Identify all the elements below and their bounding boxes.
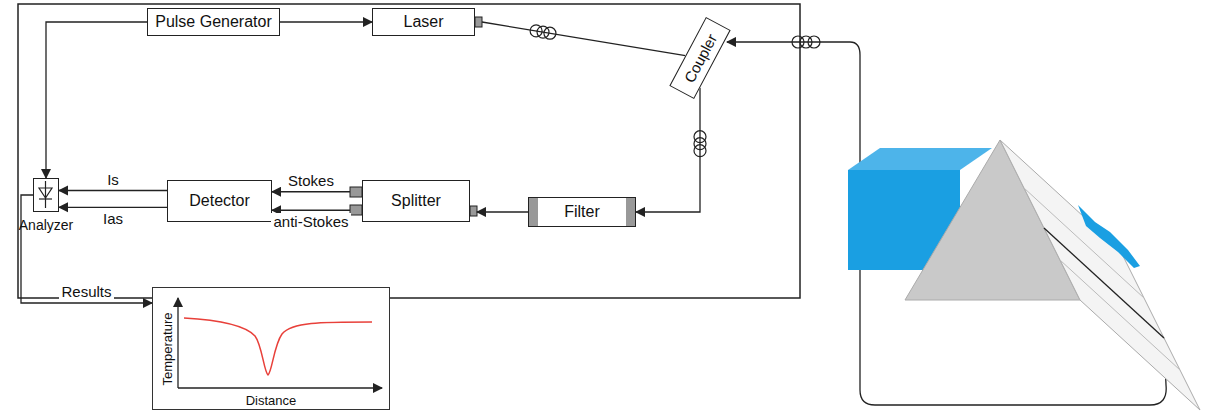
signal-label: Ias <box>101 210 125 227</box>
signal-connector <box>59 207 167 208</box>
signal-label: Is <box>105 171 121 188</box>
signal-label: Results <box>59 283 113 300</box>
chart-axis <box>177 298 178 388</box>
fiber-coil <box>694 131 706 143</box>
result-chart: TemperatureDistance <box>152 287 390 410</box>
process-box: Detector <box>167 180 272 222</box>
signal-label: anti-Stokes <box>271 213 350 230</box>
signal-connector <box>59 190 167 191</box>
box-label: Pulse Generator <box>155 13 272 31</box>
temperature-curve <box>184 318 372 375</box>
splitter-port <box>350 187 362 197</box>
diode-symbol <box>34 179 57 210</box>
axis-label: Distance <box>246 393 297 408</box>
node-label: Analyzer <box>19 217 73 233</box>
chart-ground <box>152 287 390 410</box>
process-box: Pulse Generator <box>147 8 280 36</box>
dam-slope <box>1000 140 1200 410</box>
signal-connector <box>272 191 350 192</box>
box-label: Filter <box>564 203 600 221</box>
filter-box: Filter <box>528 197 636 227</box>
fiber-coil <box>544 27 556 39</box>
box-label: Splitter <box>391 192 441 210</box>
box-label: Coupler <box>680 31 720 85</box>
box-label: Detector <box>189 192 249 210</box>
laser-port <box>475 17 482 27</box>
process-box: Splitter <box>362 180 470 222</box>
berm-line <box>1060 260 1180 370</box>
coupler-box: Coupler <box>669 17 730 99</box>
signal-connector <box>272 210 350 211</box>
fiber-coil <box>792 36 820 48</box>
signal-connector <box>477 211 528 212</box>
signal-connector <box>46 22 147 178</box>
splitter-port <box>470 206 477 216</box>
fiber-coil <box>694 145 706 157</box>
sensing-fiber <box>1044 228 1164 338</box>
signal-connector <box>636 88 700 212</box>
box-label: Laser <box>403 13 443 31</box>
process-box: Laser <box>372 8 475 36</box>
axis-label: Temperature <box>160 312 175 385</box>
analyzer-symbol: Analyzer <box>33 178 59 212</box>
fiber-coil <box>694 138 706 150</box>
chart-axis <box>178 387 382 388</box>
leak-crack <box>1078 205 1140 268</box>
splitter-port <box>350 205 362 215</box>
reservoir-surface <box>848 148 992 170</box>
signal-label: Stokes <box>286 172 336 189</box>
signal-connector <box>280 21 372 22</box>
signal-connector <box>482 22 685 56</box>
system-frame <box>18 4 800 298</box>
sensing-fiber <box>727 42 1166 405</box>
